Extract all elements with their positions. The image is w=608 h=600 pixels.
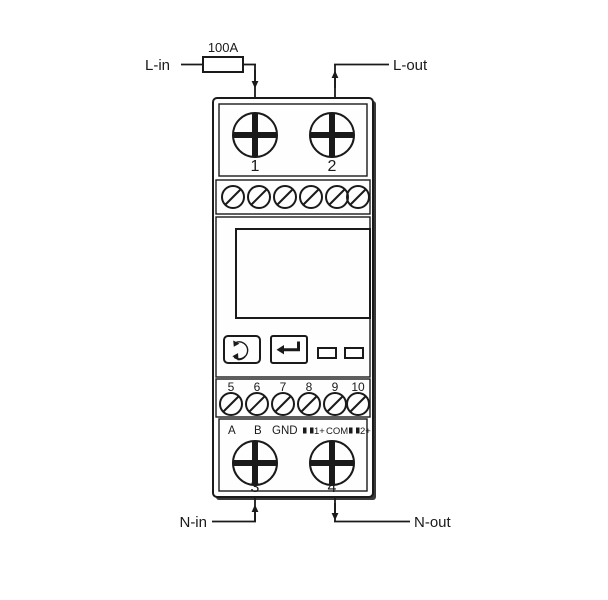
device-body	[212, 97, 376, 500]
terminal-5-number: 5	[228, 380, 235, 394]
terminal-8-number: 8	[306, 380, 313, 394]
l-out-arrow	[331, 70, 339, 88]
bottom-terminal-block: A B GND 1+ COM 2+ 3	[218, 418, 371, 496]
signal-label-pulse2: 2+	[360, 426, 371, 437]
cycle-button[interactable]	[223, 335, 261, 364]
terminal-7-number: 7	[280, 380, 287, 394]
device-outer-case	[212, 97, 374, 498]
indicator-led-1	[317, 347, 337, 359]
terminal-4-number: 4	[328, 479, 337, 496]
lower-screw-6[interactable]	[245, 392, 269, 416]
n-out-arrow	[331, 503, 339, 521]
terminal-9-number: 9	[332, 380, 339, 394]
enter-button[interactable]	[270, 335, 308, 364]
fuse-rating-label: 100A	[208, 40, 239, 55]
terminal-10-number: 10	[351, 380, 365, 394]
enter-arrow-icon	[276, 341, 300, 355]
upper-screw-3[interactable]	[273, 185, 297, 209]
terminal-screw-2[interactable]	[309, 112, 355, 158]
l-out-label: L-out	[393, 57, 428, 74]
n-out-wire-group: N-out	[331, 497, 452, 531]
pulse-icon-1	[303, 427, 314, 434]
bottom-terminal-housing	[218, 418, 368, 492]
top-terminal-block: 1 2	[218, 103, 368, 177]
signal-label-a: A	[228, 425, 236, 437]
l-in-arrow	[251, 70, 259, 89]
upper-screw-row	[215, 179, 371, 215]
n-in-label: N-in	[179, 514, 207, 531]
signal-label-b: B	[254, 425, 262, 437]
circular-arrows-icon	[232, 340, 249, 361]
front-panel	[215, 216, 371, 378]
upper-screw-2[interactable]	[247, 185, 271, 209]
upper-screw-1[interactable]	[221, 185, 245, 209]
l-in-wire-group: L-in 100A	[145, 40, 259, 99]
lower-screw-row: 5 6 7 8 9 10	[215, 378, 371, 418]
terminal-3-number: 3	[251, 479, 260, 496]
n-out-label: N-out	[414, 514, 452, 531]
lower-screw-7[interactable]	[271, 392, 295, 416]
terminal-screw-1[interactable]	[232, 112, 278, 158]
n-in-wire-group: N-in	[179, 497, 259, 531]
indicator-led-2	[344, 347, 364, 359]
pulse-icon-2	[349, 427, 360, 434]
upper-screw-4[interactable]	[299, 185, 323, 209]
lower-screw-8[interactable]	[297, 392, 321, 416]
terminal-1-number: 1	[251, 158, 260, 175]
lower-screw-row-housing	[215, 378, 371, 418]
lower-screw-10[interactable]	[346, 392, 370, 416]
signal-label-com: COM	[326, 426, 348, 437]
terminal-2-number: 2	[328, 158, 337, 175]
lcd-display	[235, 228, 371, 319]
lower-screw-5[interactable]	[219, 392, 243, 416]
signal-label-pulse1: 1+	[314, 426, 325, 437]
top-terminal-housing	[218, 103, 368, 177]
signal-label-gnd: GND	[272, 425, 298, 437]
n-in-arrow	[251, 504, 259, 521]
terminal-6-number: 6	[254, 380, 261, 394]
l-out-wire-group: L-out	[331, 57, 428, 99]
terminal-screw-3[interactable]	[232, 440, 278, 486]
l-in-label: L-in	[145, 57, 170, 74]
fuse-body	[202, 56, 244, 73]
terminal-screw-4[interactable]	[309, 440, 355, 486]
upper-screw-6[interactable]	[346, 185, 370, 209]
